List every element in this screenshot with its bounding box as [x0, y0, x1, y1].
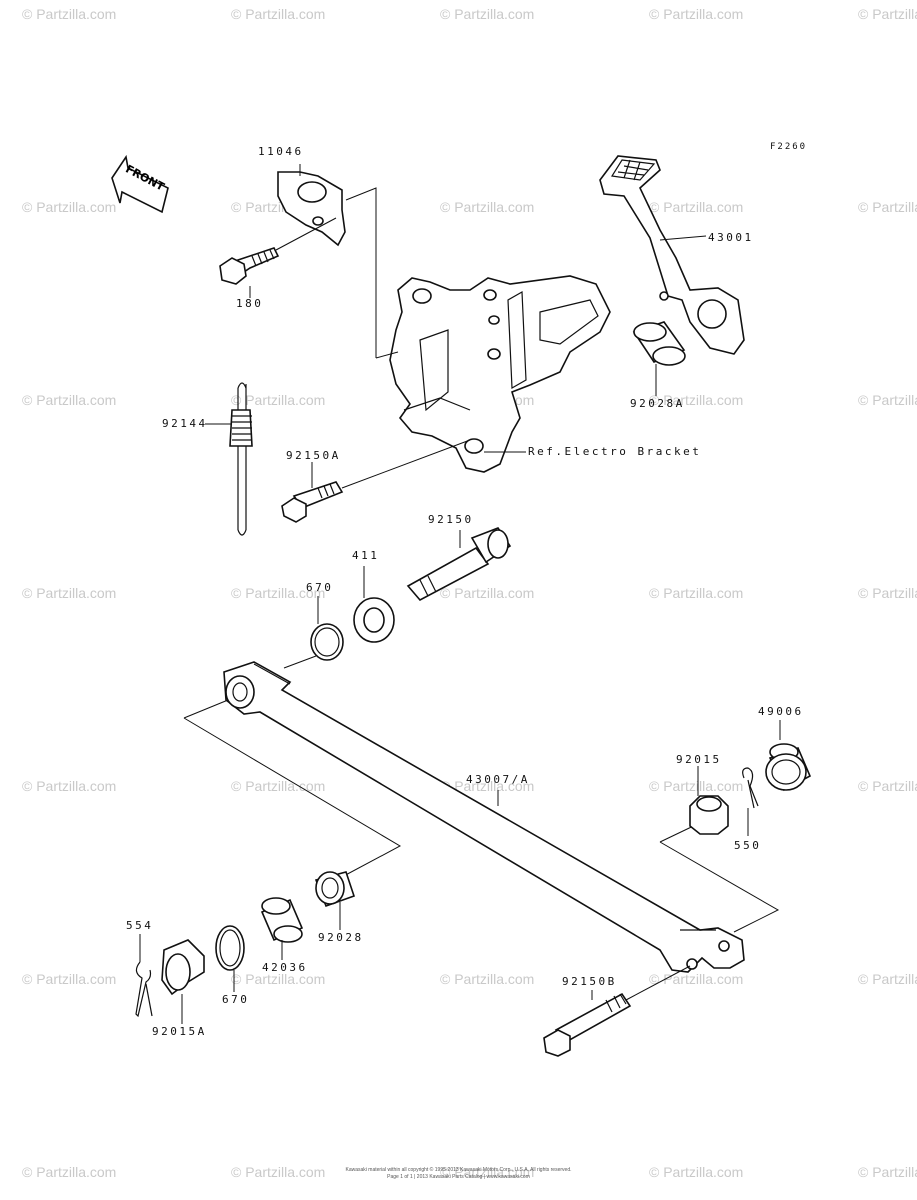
watermark: © Partzilla.com	[649, 199, 744, 215]
label-92028: 92028	[318, 931, 364, 944]
collar-49006	[765, 743, 812, 792]
watermark: © Partzilla.com	[22, 6, 117, 22]
watermark: © Partzilla.com	[649, 1164, 744, 1180]
bolt-92150A	[281, 481, 344, 523]
label-92150: 92150	[428, 513, 474, 526]
watermark: © Partzilla.com	[22, 1164, 117, 1180]
label-92150B: 92150B	[562, 975, 617, 988]
label-670-upper: 670	[306, 581, 334, 594]
watermark: © Partzilla.com	[231, 6, 326, 22]
oring-670-upper	[310, 623, 344, 661]
watermark: © Partzilla.com	[22, 392, 117, 408]
label-92015: 92015	[676, 753, 722, 766]
watermark: © Partzilla.com	[858, 971, 917, 987]
copyright-footer: Kawasaki material within all copyright ©…	[300, 1167, 617, 1181]
label-42036: 42036	[262, 961, 308, 974]
label-550: 550	[734, 839, 762, 852]
watermark: © Partzilla.com	[22, 971, 117, 987]
footer-line-1: Kawasaki material within all copyright ©…	[345, 1167, 572, 1173]
watermark: © Partzilla.com	[22, 199, 117, 215]
watermark: © Partzilla.com	[649, 585, 744, 601]
oring-670-lower	[215, 925, 245, 971]
bush-92028A	[632, 321, 686, 366]
watermark: © Partzilla.com	[858, 585, 917, 601]
label-92150A: 92150A	[286, 449, 341, 462]
spring-92144	[229, 382, 253, 536]
electro-bracket	[389, 275, 611, 473]
bolt-92150	[406, 527, 512, 602]
label-554: 554	[126, 919, 154, 932]
watermark: © Partzilla.com	[858, 199, 917, 215]
label-11046: 11046	[258, 145, 304, 158]
cotter-pin-550	[742, 767, 759, 809]
nut-92015A	[161, 939, 205, 996]
watermark: © Partzilla.com	[440, 1164, 535, 1180]
clamp-11046	[277, 171, 346, 247]
label-49006: 49006	[758, 705, 804, 718]
collar-42036	[260, 897, 304, 943]
label-92144: 92144	[162, 417, 208, 430]
label-92015A: 92015A	[152, 1025, 207, 1038]
bush-92028	[314, 871, 356, 908]
watermark: © Partzilla.com	[231, 1164, 326, 1180]
watermark: © Partzilla.com	[858, 6, 917, 22]
watermark: © Partzilla.com	[440, 6, 535, 22]
watermark: © Partzilla.com	[231, 585, 326, 601]
watermark: © Partzilla.com	[858, 1164, 917, 1180]
watermark: © Partzilla.com	[440, 585, 535, 601]
label-180: 180	[236, 297, 264, 310]
footer-line-2: Page 1 of 1 | 2013 Kawasaki Parts Catalo…	[387, 1174, 530, 1180]
watermark: © Partzilla.com	[22, 585, 117, 601]
watermark: © Partzilla.com	[649, 392, 744, 408]
watermark: © Partzilla.com	[440, 778, 535, 794]
label-670-lower: 670	[222, 993, 250, 1006]
watermark: © Partzilla.com	[649, 778, 744, 794]
front-arrow-icon: FRONT	[111, 154, 169, 214]
watermark: © Partzilla.com	[231, 392, 326, 408]
label-411: 411	[352, 549, 380, 562]
label-43007A: 43007/A	[466, 773, 530, 786]
clip-554	[135, 961, 153, 1018]
bolt-180	[219, 247, 280, 285]
nut-92015	[689, 795, 729, 835]
shaft-43007A	[223, 661, 745, 973]
diagram-code: F2260	[770, 142, 808, 152]
label-43001: 43001	[708, 231, 754, 244]
watermark: © Partzilla.com	[858, 392, 917, 408]
label-92028A: 92028A	[630, 397, 685, 410]
watermark: © Partzilla.com	[440, 199, 535, 215]
brake-pedal-43001	[599, 155, 745, 355]
watermark: © Partzilla.com	[231, 971, 326, 987]
washer-411	[353, 597, 395, 643]
watermark: © Partzilla.com	[858, 778, 917, 794]
watermark: © Partzilla.com	[440, 971, 535, 987]
label-ref-electro-bracket: Ref.Electro Bracket	[528, 445, 702, 458]
watermark: © Partzilla.com	[231, 778, 326, 794]
bolt-92150B	[543, 992, 632, 1057]
watermark: © Partzilla.com	[22, 778, 117, 794]
watermark: © Partzilla.com	[649, 6, 744, 22]
